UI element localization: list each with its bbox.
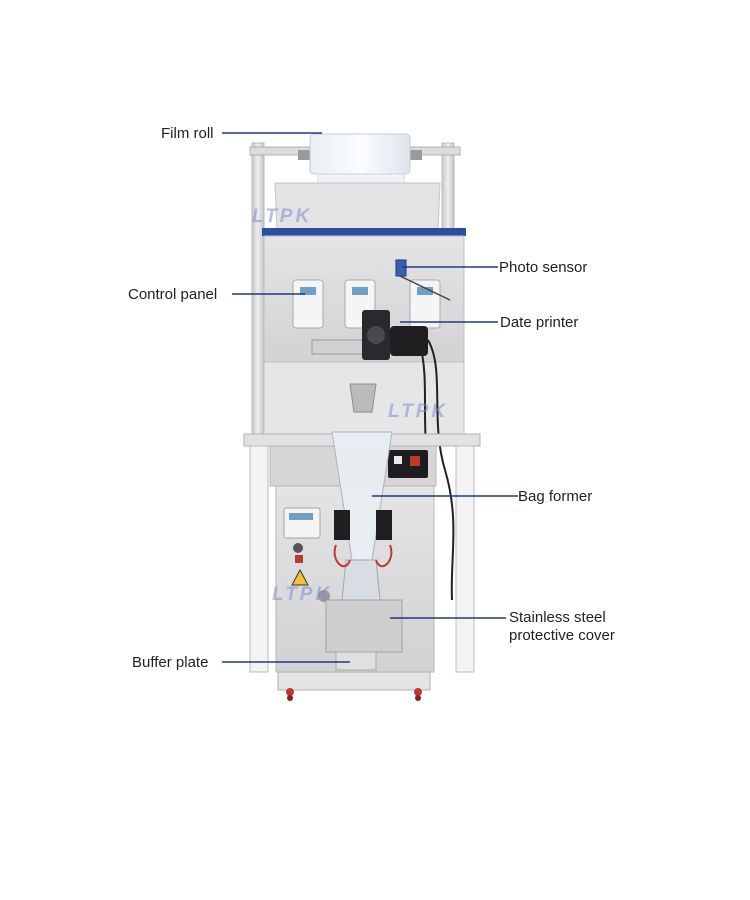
label-bag-former: Bag former bbox=[518, 488, 593, 505]
label-stainless-line1: Stainless steel bbox=[509, 609, 606, 626]
label-date-printer: Date printer bbox=[500, 314, 579, 331]
label-film-roll: Film roll bbox=[161, 125, 214, 142]
date-printer bbox=[311, 310, 455, 601]
label-photo-sensor: Photo sensor bbox=[499, 259, 588, 276]
bag-former bbox=[331, 383, 393, 601]
photo-sensor bbox=[395, 259, 451, 301]
base bbox=[277, 671, 431, 701]
label-stainless-line2: protective cover bbox=[509, 627, 615, 644]
stainless-cover bbox=[325, 599, 403, 671]
label-buffer-plate: Buffer plate bbox=[132, 654, 209, 671]
label-control-panel: Control panel bbox=[128, 286, 218, 303]
leader-lines bbox=[222, 132, 518, 663]
watermark-middle: LTPK bbox=[388, 401, 449, 422]
watermark-bottom: LTPK bbox=[272, 584, 333, 605]
watermark-top: LTPK bbox=[252, 206, 313, 227]
